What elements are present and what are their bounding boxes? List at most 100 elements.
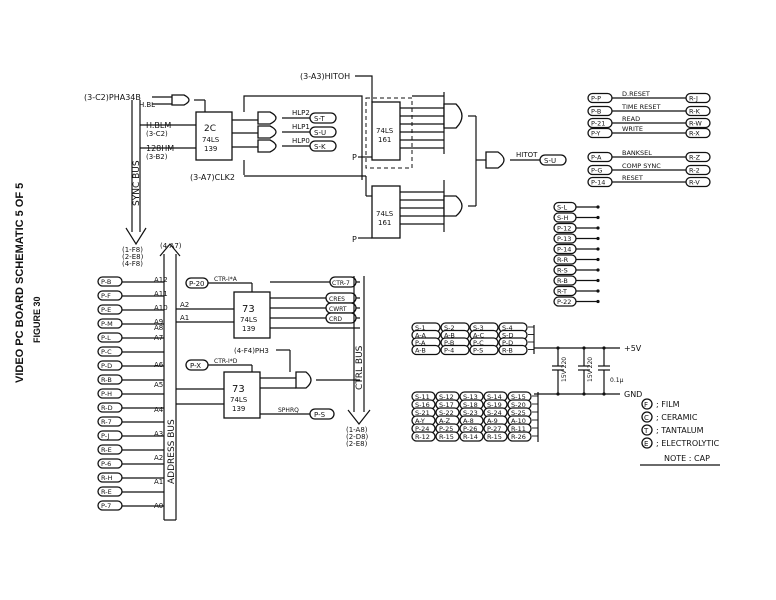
addr-conn-14-label: R-H bbox=[101, 474, 113, 482]
svg-text:A1: A1 bbox=[180, 314, 189, 322]
pha34b-label: (3-C2)PHA34B bbox=[84, 93, 141, 102]
pair-left-3-label: P-Y bbox=[591, 130, 600, 138]
sphrq-label: SPHRQ bbox=[278, 407, 299, 414]
sync-bus-label: SYNC BUS bbox=[132, 160, 142, 206]
ph3-label: (4-F4)PH3 bbox=[234, 347, 269, 355]
spare-pin-2-label: P-12 bbox=[557, 225, 571, 233]
addr-conn-16-label: P-7 bbox=[101, 502, 111, 510]
legend-sym-e: E bbox=[644, 440, 648, 448]
gnd-conn-1-1-label: S-17 bbox=[439, 401, 454, 409]
plus-conn-3-2-label: P-S bbox=[473, 347, 483, 355]
pair-right-1 bbox=[685, 105, 711, 117]
spare-pin-6-label: R-S bbox=[557, 267, 568, 275]
pair-left-2-label: P-21 bbox=[591, 120, 605, 128]
chip-2c-family: 74LS bbox=[202, 136, 220, 144]
gnd-conn-2-2-label: S-23 bbox=[463, 409, 478, 417]
spare-pin-7-label: R-B bbox=[557, 277, 568, 285]
legend-tantalum: ; TANTALUM bbox=[656, 426, 704, 435]
gnd-conn-0-2-label: S-13 bbox=[463, 393, 478, 401]
addr-a4: A4 bbox=[154, 406, 164, 414]
gnd-conn-5-4 bbox=[507, 431, 532, 442]
chip-top-part: 161 bbox=[378, 136, 391, 144]
hlp1-conn: S-U bbox=[314, 129, 326, 137]
gnd-conn-5-3 bbox=[483, 431, 508, 442]
plus-conn-3-0 bbox=[411, 344, 441, 356]
pair-right-0 bbox=[685, 92, 711, 104]
addr-lines: A12 A11 A10 A9 A8 A7 A6 A5 A4 A3 A2 A1 A… bbox=[154, 276, 168, 510]
pair-right-2 bbox=[685, 117, 711, 129]
plus-conn-3-2 bbox=[469, 344, 499, 356]
chip-mid-right bbox=[371, 185, 401, 239]
gnd-conn-2-1-label: S-22 bbox=[439, 409, 454, 417]
gnd-conn-2-0-label: S-21 bbox=[415, 409, 430, 417]
plus-conn-3-1 bbox=[440, 344, 470, 356]
sync-gate bbox=[171, 94, 190, 106]
legend-film: ; FILM bbox=[656, 400, 680, 409]
gnd-conn-5-1 bbox=[435, 431, 460, 442]
chip-top-family: 74LS bbox=[376, 127, 394, 135]
conn-s-u-hlp1 bbox=[309, 126, 337, 138]
gnd-label: GND bbox=[624, 390, 642, 399]
plus-conn-3-3 bbox=[498, 344, 528, 356]
plus-conn-1-3-label: S-D bbox=[502, 332, 513, 340]
spare-pin-8-label: R-T bbox=[557, 288, 567, 296]
svg-text:P: P bbox=[352, 153, 357, 162]
addr-conn-0-label: P-B bbox=[101, 278, 111, 286]
plus-conn-1-2-label: A-C bbox=[473, 332, 485, 340]
pair-left-4-label: P-A bbox=[591, 154, 602, 162]
addr-a10: A10 bbox=[154, 304, 168, 312]
pair-right-4-label: R-Z bbox=[689, 154, 701, 162]
chip-top-right bbox=[371, 101, 401, 161]
gate-lower bbox=[295, 371, 312, 389]
hlp0-conn: S-K bbox=[314, 143, 326, 151]
gnd-conn-5-0 bbox=[411, 431, 436, 442]
addr-a3: A3 bbox=[154, 430, 163, 438]
gnd-conn-1-2-label: S-18 bbox=[463, 401, 478, 409]
conn-hitot bbox=[539, 154, 567, 166]
gate-top-nand bbox=[443, 103, 463, 129]
gnd-conn-5-2-label: R-14 bbox=[463, 433, 478, 441]
ctrl-bus-ref-2: (2-D8) bbox=[346, 433, 369, 441]
pair-right-5-label: R-2 bbox=[689, 167, 700, 175]
gnd-conn-5-1-label: R-15 bbox=[439, 433, 454, 441]
chip-3c-part: 139 bbox=[242, 325, 255, 333]
addr-a8: A8 bbox=[154, 324, 163, 332]
chip-3c-id: 73 bbox=[242, 304, 255, 315]
gate-hlp2 bbox=[257, 111, 277, 125]
addr-conn-7-label: R-B bbox=[101, 376, 112, 384]
ctrl-input-px: P-X bbox=[190, 362, 201, 370]
gnd-conn-2-4-label: S-25 bbox=[511, 409, 526, 417]
addr-a9: A9 bbox=[154, 318, 163, 326]
addr-a1: A1 bbox=[154, 478, 163, 486]
hitot-conn: S-U bbox=[544, 157, 556, 165]
gnd-conn-4-0-label: P-24 bbox=[415, 425, 429, 433]
sync-bus-ref-2: (2-E8) bbox=[122, 253, 144, 261]
conn-s-t bbox=[309, 112, 337, 124]
ctrl-out-ctr7: CTR-7 bbox=[332, 280, 350, 287]
hitot-label: HITOT bbox=[516, 151, 538, 159]
legend-sym-c: C bbox=[644, 414, 649, 422]
ctrl-net-2: CTR-I*D bbox=[214, 358, 238, 365]
pair-net-3: WRITE bbox=[622, 125, 643, 133]
svg-text:P: P bbox=[352, 235, 357, 244]
plus-conn-0-3-label: S-4 bbox=[502, 324, 513, 332]
pair-right-1-label: R-K bbox=[689, 108, 701, 116]
gate-mid-nand bbox=[443, 195, 463, 217]
legend-note: NOTE : CAP bbox=[664, 454, 710, 463]
hlp2-conn: S-T bbox=[314, 115, 325, 123]
gate-hlp1 bbox=[257, 125, 277, 139]
spare-pin-9-label: P-22 bbox=[557, 298, 571, 306]
chip-3b-part: 139 bbox=[232, 405, 245, 413]
plus-conn-0-0-label: S-1 bbox=[415, 324, 426, 332]
chip-3b bbox=[223, 371, 261, 419]
pair-right-3-label: R-X bbox=[689, 130, 700, 138]
addr-conn-3-label: P-M bbox=[101, 320, 113, 328]
gnd-conn-0-4-label: S-15 bbox=[511, 393, 526, 401]
addr-bus-label: ADDRESS BUS bbox=[167, 419, 177, 484]
spare-pin-5-label: R-R bbox=[557, 256, 569, 264]
ctrl-bus-ref-3: (2-E8) bbox=[346, 440, 368, 448]
pair-right-6-label: R-V bbox=[689, 179, 700, 187]
